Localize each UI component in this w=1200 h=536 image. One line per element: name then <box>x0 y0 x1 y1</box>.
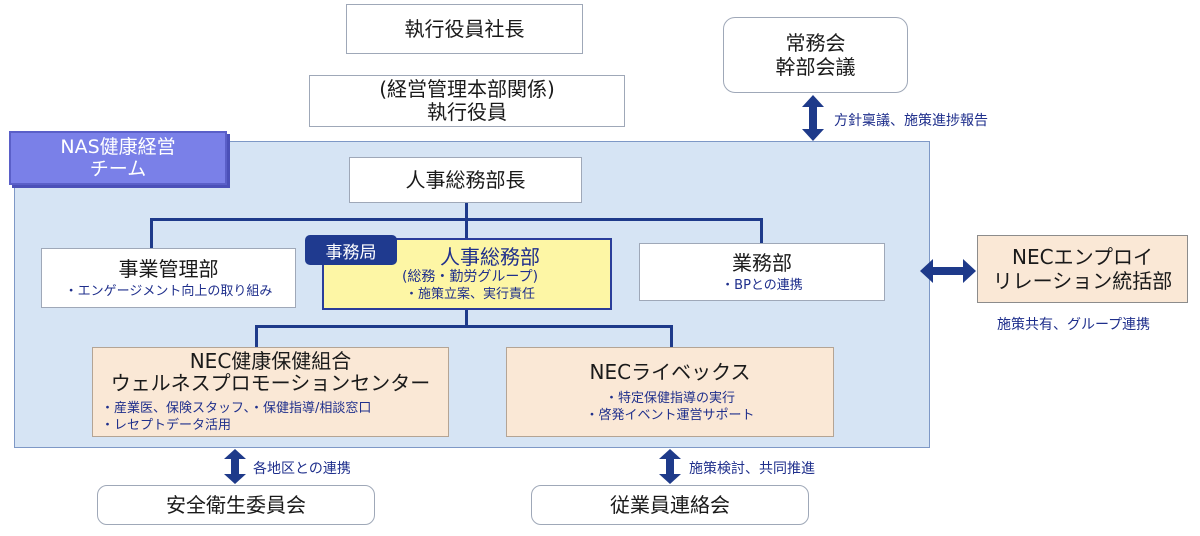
sharing-arrow-label: 施策共有、グループ連携 <box>997 317 1151 333</box>
nec-employee-relations-line2: リレーション統括部 <box>992 269 1173 293</box>
health-union-line2: ウェルネスプロモーションセンター <box>110 371 431 395</box>
connector-lower-right-drop <box>670 325 673 347</box>
operations-box: 業務部 ・BPとの連携 <box>639 243 885 301</box>
health-union-note2: ・レセプトデータ活用 <box>101 418 232 433</box>
health-union-box: NEC健康保健組合 ウェルネスプロモーションセンター ・産業医、保険スタッフ、・… <box>92 347 449 437</box>
business-management-box: 事業管理部 ・エンゲージメント向上の取り組み <box>41 248 296 308</box>
policy-arrow <box>802 95 824 141</box>
safety-committee-label: 安全衛生委員会 <box>166 493 306 517</box>
safety-committee-box: 安全衛生委員会 <box>97 485 375 525</box>
regions-arrow-label: 各地区との連携 <box>253 461 351 477</box>
president-box: 執行役員社長 <box>346 4 583 54</box>
regions-arrow <box>224 449 246 484</box>
executive-officer-box: (経営管理本部関係) 執行役員 <box>309 75 625 127</box>
joint-arrow <box>659 449 681 484</box>
hr-head-label: 人事総務部長 <box>405 168 526 192</box>
connector-lower-left-drop <box>255 325 258 347</box>
operations-note: ・BPとの連携 <box>721 277 803 293</box>
connector-upper-horizontal <box>150 218 763 221</box>
sharing-arrow <box>920 259 976 283</box>
livex-note1: ・特定保健指導の実行 <box>604 391 735 406</box>
team-label-line1: NAS健康経営 <box>60 136 176 158</box>
connector-hr-head-down <box>465 202 468 220</box>
connector-right-drop <box>760 218 763 244</box>
connector-center-drop <box>465 218 468 240</box>
hr-department-label: 人事総務部 <box>440 245 540 269</box>
hr-head-box: 人事総務部長 <box>349 157 582 203</box>
livex-note2: ・啓発イベント運営サポート <box>585 408 755 423</box>
managing-committee-box: 常務会 幹部会議 <box>723 17 908 93</box>
executive-officer-line1: (経営管理本部関係) <box>379 77 555 101</box>
health-union-note1: ・産業医、保険スタッフ、・保健指導/相談窓口 <box>101 401 372 416</box>
employee-council-label: 従業員連絡会 <box>610 493 730 517</box>
health-union-line1: NEC健康保健組合 <box>189 349 352 373</box>
joint-arrow-label: 施策検討、共同推進 <box>689 461 815 477</box>
business-management-label: 事業管理部 <box>118 256 219 281</box>
hr-department-group: (総務・勤労グループ) <box>401 269 539 285</box>
executive-officer-line2: 執行役員 <box>427 100 507 124</box>
connector-hr-dept-down <box>465 309 468 327</box>
managing-committee-line2: 幹部会議 <box>775 55 856 79</box>
employee-council-box: 従業員連絡会 <box>531 485 809 525</box>
managing-committee-line1: 常務会 <box>785 31 846 55</box>
team-label-line2: チーム <box>89 158 147 180</box>
connector-left-drop <box>150 218 153 248</box>
team-label: NAS健康経営 チーム <box>9 131 227 185</box>
policy-arrow-label: 方針稟議、施策進捗報告 <box>834 113 988 129</box>
operations-label: 業務部 <box>732 250 792 275</box>
hr-department-note: ・施策立案、実行責任 <box>404 287 535 302</box>
president-label: 執行役員社長 <box>404 17 525 41</box>
connector-lower-horizontal <box>255 325 673 328</box>
secretariat-badge: 事務局 <box>305 235 397 265</box>
livex-label: NECライベックス <box>589 360 751 384</box>
nec-employee-relations-box: NECエンプロイ リレーション統括部 <box>977 235 1188 303</box>
livex-box: NECライベックス ・特定保健指導の実行 ・啓発イベント運営サポート <box>506 347 834 437</box>
business-management-note: ・エンゲージメント向上の取り組み <box>64 283 273 299</box>
nec-employee-relations-line1: NECエンプロイ <box>1012 245 1153 269</box>
